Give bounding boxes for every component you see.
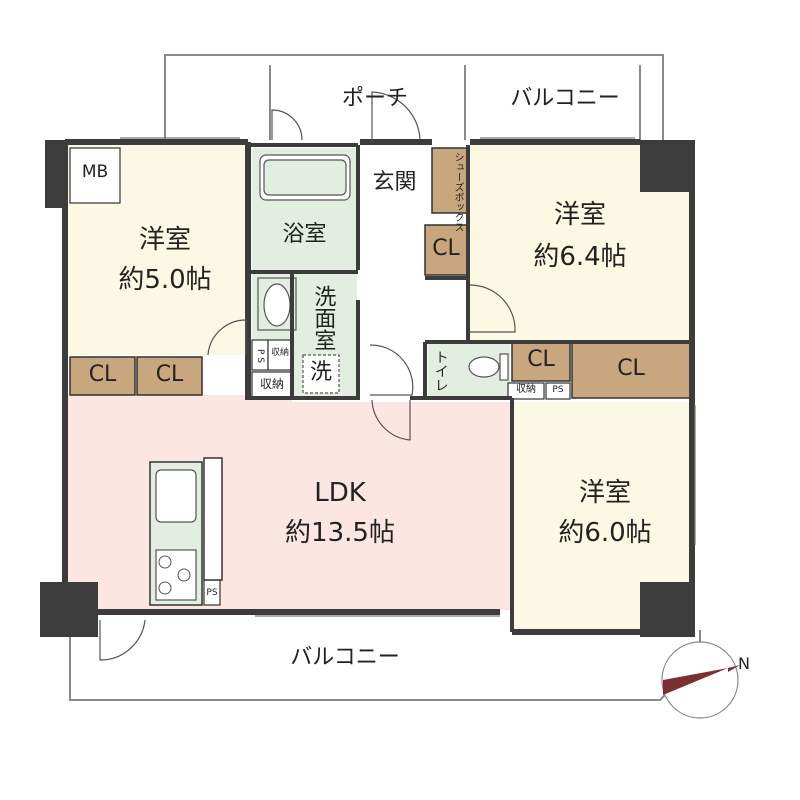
hallway-floor [360,150,425,398]
closet-entrance [424,224,468,276]
closet-w1-right [136,356,203,396]
door-swings [99,91,516,661]
closet-toilet-side [511,342,571,382]
walls [62,139,695,635]
kitchen-counter [149,457,223,606]
compass-rose [661,641,740,719]
shoe-box [431,147,468,214]
fixtures [257,154,509,394]
closet-w3 [571,342,691,399]
closet-w1-left [69,356,136,396]
closets [69,147,691,399]
small-storage [69,147,571,606]
columns [40,140,695,637]
windows [120,137,696,617]
